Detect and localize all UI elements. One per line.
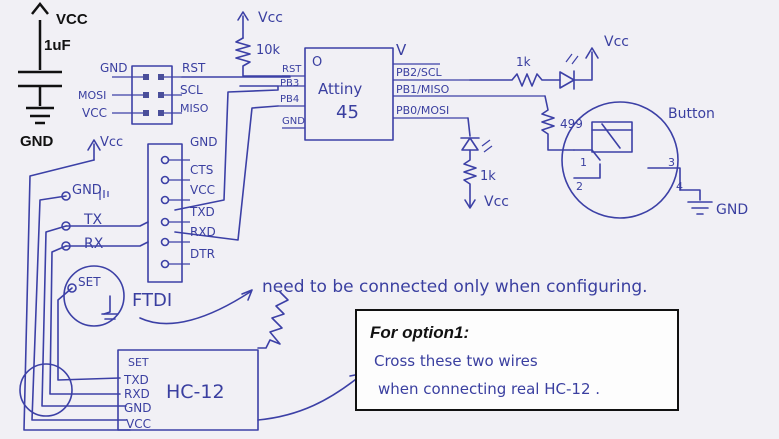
ftdi-txd-label: TXD xyxy=(189,205,215,219)
hc12-rxd-label: RXD xyxy=(124,387,150,401)
isp-miso-label: MISO xyxy=(180,102,209,115)
button-branch xyxy=(541,95,713,219)
hc12-vcc-label: VCC xyxy=(126,417,151,431)
reset-pullup xyxy=(235,11,291,77)
hc12-set-label: SET xyxy=(128,356,149,369)
vcc-rst-label: Vcc xyxy=(258,10,283,26)
at-pin-pb0: PB0/MOSI xyxy=(396,104,449,117)
ftdi-dtr-label: DTR xyxy=(190,247,215,261)
hc12-txd-label: TXD xyxy=(123,373,149,387)
cap-label: 1uF xyxy=(44,37,71,54)
ftdi-rxd-label: RXD xyxy=(190,225,216,239)
at-pin-pb4: PB4 xyxy=(280,94,299,105)
configure-note: need to be connected only when configuri… xyxy=(262,277,648,297)
res-1k-top-label: 1k xyxy=(516,55,531,69)
hc-set-label: SET xyxy=(78,275,101,289)
vcc-led-label: Vcc xyxy=(604,34,629,50)
wire-rx-ftdi xyxy=(65,241,149,247)
attiny-chip xyxy=(278,47,545,141)
btn-pin-1: 1 xyxy=(580,156,587,169)
at-pin-pb1: PB1/MISO xyxy=(396,83,450,96)
at-pin-pb2: PB2/SCL xyxy=(396,66,443,79)
note-arrowhead xyxy=(241,289,253,301)
ftdi-header xyxy=(147,143,190,283)
chip-number: 45 xyxy=(336,102,359,123)
option-line-2: when connecting real HC-12 . xyxy=(378,380,600,398)
gnd-btn-label: GND xyxy=(716,202,748,218)
option-title: For option1: xyxy=(370,323,469,342)
option-box xyxy=(355,309,679,411)
hc-gnd-label: GND xyxy=(72,183,102,198)
isp-header xyxy=(112,65,182,125)
option-arrow xyxy=(257,375,361,421)
isp-scl-label: SCL xyxy=(180,83,203,97)
isp-rst-label: RST xyxy=(182,61,206,75)
res-499-label: 499 xyxy=(560,117,583,131)
btn-pin-2: 2 xyxy=(576,180,583,193)
button-label: Button xyxy=(668,106,715,122)
hc-breakout xyxy=(61,139,125,327)
option-line-1: Cross these two wires xyxy=(374,352,538,370)
chip-name: Attiny xyxy=(318,80,362,98)
note-arrow xyxy=(139,291,251,325)
res-10k-label: 10k xyxy=(256,43,281,58)
hc12-gnd-label: GND xyxy=(124,401,152,415)
vcc-cap-gnd-symbol xyxy=(18,1,62,125)
hc-tx-label: TX xyxy=(83,212,103,228)
ftdi-cts-label: CTS xyxy=(190,163,213,177)
at-pin-gnd: GND xyxy=(282,116,305,127)
vcc-top-label: VCC xyxy=(56,11,88,28)
isp-vcc-label: VCC xyxy=(82,106,107,120)
btn-pin-4: 4 xyxy=(676,180,683,193)
left-bus-wires xyxy=(19,159,131,431)
at-pin-pb3: PB3 xyxy=(280,78,299,89)
isp-gnd-label: GND xyxy=(100,61,128,75)
vcc-mid-label: Vcc xyxy=(484,194,509,210)
at-pin-rst: RST xyxy=(282,64,302,75)
hc-rx-label: RX xyxy=(84,236,104,252)
res-1k-mid-label: 1k xyxy=(480,169,496,184)
hc12-name-label: HC-12 xyxy=(166,381,225,403)
wire-pb4-rxd xyxy=(174,105,279,241)
led-top-branch xyxy=(469,47,599,90)
ftdi-gnd-label: GND xyxy=(190,135,218,149)
hc12-module xyxy=(117,291,289,431)
btn-pin-3: 3 xyxy=(668,156,675,169)
pin1-marker: O xyxy=(312,55,322,70)
ftdi-label: FTDI xyxy=(132,290,172,311)
gnd-left-label: GND xyxy=(20,133,54,150)
ftdi-vcc-label: VCC xyxy=(190,183,215,197)
hc-vcc-label: Vcc xyxy=(100,135,123,150)
at-pin-v: V xyxy=(396,41,407,59)
wire-pb3-txd xyxy=(174,85,279,211)
led-mid-branch xyxy=(460,117,493,209)
wire-tx-ftdi xyxy=(65,221,149,227)
isp-mosi-label: MOSI xyxy=(78,89,106,102)
